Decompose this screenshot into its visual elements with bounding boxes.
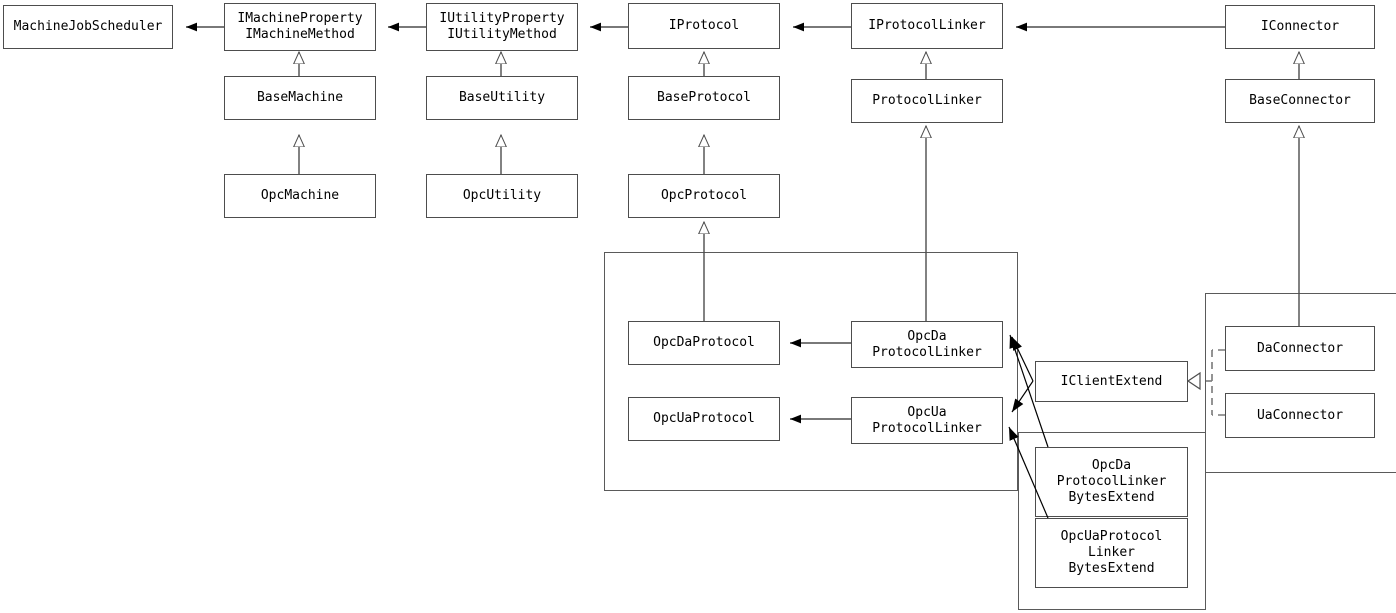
class-iclient-extend[interactable]: IClientExtend [1035, 361, 1188, 402]
class-opc-da-protocol-linker[interactable]: OpcDa ProtocolLinker [851, 321, 1003, 368]
group-connectors [1205, 293, 1396, 473]
class-base-protocol[interactable]: BaseProtocol [628, 76, 780, 120]
class-opc-ua-protocol-linker[interactable]: OpcUa ProtocolLinker [851, 397, 1003, 444]
class-base-utility[interactable]: BaseUtility [426, 76, 578, 120]
class-opc-ua-protocol[interactable]: OpcUaProtocol [628, 397, 780, 441]
class-opc-machine[interactable]: OpcMachine [224, 174, 376, 218]
class-opc-utility[interactable]: OpcUtility [426, 174, 578, 218]
class-iprotocol-linker[interactable]: IProtocolLinker [851, 3, 1003, 49]
class-opc-protocol[interactable]: OpcProtocol [628, 174, 780, 218]
class-ua-connector[interactable]: UaConnector [1225, 393, 1375, 438]
class-opc-da-protocol[interactable]: OpcDaProtocol [628, 321, 780, 365]
class-iutility-property-method[interactable]: IUtilityProperty IUtilityMethod [426, 3, 578, 51]
group-protocol-linkers [604, 252, 1018, 491]
class-opc-ua-protocol-linker-bytes-extend[interactable]: OpcUaProtocol Linker BytesExtend [1035, 518, 1188, 588]
class-machine-job-scheduler[interactable]: MachineJobScheduler [3, 5, 173, 49]
class-imachine-property-method[interactable]: IMachineProperty IMachineMethod [224, 3, 376, 51]
class-da-connector[interactable]: DaConnector [1225, 326, 1375, 371]
class-iconnector[interactable]: IConnector [1225, 5, 1375, 49]
class-iprotocol[interactable]: IProtocol [628, 3, 780, 49]
class-opc-da-protocol-linker-bytes-extend[interactable]: OpcDa ProtocolLinker BytesExtend [1035, 447, 1188, 517]
class-base-connector[interactable]: BaseConnector [1225, 79, 1375, 123]
class-base-machine[interactable]: BaseMachine [224, 76, 376, 120]
class-protocol-linker[interactable]: ProtocolLinker [851, 79, 1003, 123]
